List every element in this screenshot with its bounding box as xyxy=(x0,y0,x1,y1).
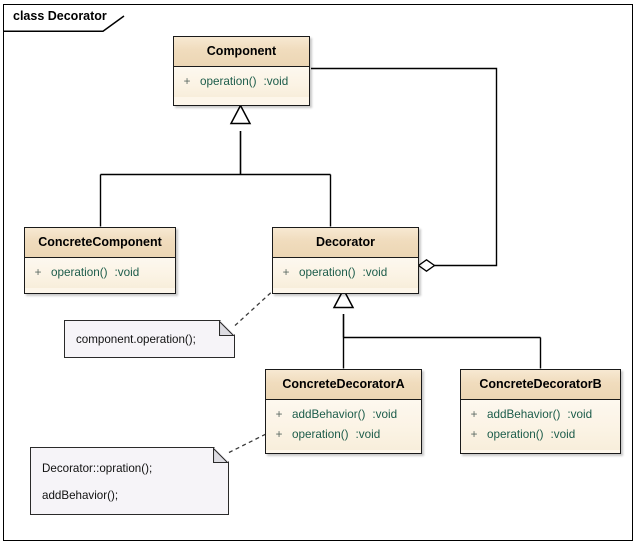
class-members-concrete-component: + operation() :void xyxy=(25,258,175,288)
member-type: :void xyxy=(372,408,398,421)
member-visibility: + xyxy=(34,266,42,279)
member-name: operation() xyxy=(51,266,108,279)
member-name: operation() xyxy=(487,428,544,441)
member-visibility: + xyxy=(275,428,283,441)
note-line: Decorator::opration(); xyxy=(42,462,153,475)
class-member: + addBehavior() :void xyxy=(461,405,620,425)
class-name-concrete-component: ConcreteComponent xyxy=(25,228,175,258)
class-members-concrete-decorator-a: + addBehavior() :void + operation() :voi… xyxy=(266,400,421,450)
class-member: + operation() :void xyxy=(266,425,421,445)
member-name: addBehavior() xyxy=(487,408,561,421)
member-name: operation() xyxy=(292,428,349,441)
note-anchor-decorator xyxy=(234,287,277,326)
class-box-component[interactable]: Component + operation() :void xyxy=(173,36,310,106)
class-members-decorator: + operation() :void xyxy=(273,258,418,288)
member-type: :void xyxy=(114,266,140,279)
class-name-decorator: Decorator xyxy=(273,228,418,258)
class-member: + operation() :void xyxy=(174,72,309,92)
member-visibility: + xyxy=(282,266,290,279)
class-member: + operation() :void xyxy=(461,425,620,445)
member-visibility: + xyxy=(275,408,283,421)
member-name: operation() xyxy=(299,266,356,279)
class-box-concrete-decorator-a[interactable]: ConcreteDecoratorA + addBehavior() :void… xyxy=(265,369,422,454)
class-members-component: + operation() :void xyxy=(174,67,309,97)
note-decorator-operation[interactable]: component.operation(); xyxy=(64,320,235,358)
member-type: :void xyxy=(355,428,381,441)
class-member: + operation() :void xyxy=(273,263,418,283)
member-visibility: + xyxy=(183,75,191,88)
aggregation-diamond xyxy=(417,259,436,272)
member-visibility: + xyxy=(470,428,478,441)
member-name: operation() xyxy=(200,75,257,88)
note-concrete-decorator-a-operation[interactable]: Decorator::opration(); addBehavior(); xyxy=(30,447,229,515)
generalization-to-decorator xyxy=(332,287,542,369)
member-type: :void xyxy=(263,75,289,88)
class-member: + operation() :void xyxy=(25,263,175,283)
note-line: component.operation(); xyxy=(76,333,196,346)
member-name: addBehavior() xyxy=(292,408,366,421)
class-name-concrete-decorator-a: ConcreteDecoratorA xyxy=(266,370,421,400)
class-box-concrete-component[interactable]: ConcreteComponent + operation() :void xyxy=(24,227,176,294)
member-type: :void xyxy=(567,408,593,421)
class-name-component: Component xyxy=(174,37,309,67)
member-type: :void xyxy=(362,266,388,279)
class-member: + addBehavior() :void xyxy=(266,405,421,425)
note-anchor-concrete-decorator-a xyxy=(228,432,269,454)
member-visibility: + xyxy=(470,408,478,421)
generalization-arrowhead xyxy=(332,287,355,309)
frame-label-text: class Decorator xyxy=(13,9,107,23)
aggregation-decorator-component xyxy=(311,67,498,272)
class-box-concrete-decorator-b[interactable]: ConcreteDecoratorB + addBehavior() :void… xyxy=(460,369,621,454)
generalization-to-component xyxy=(99,103,332,227)
class-box-decorator[interactable]: Decorator + operation() :void xyxy=(272,227,419,294)
class-members-concrete-decorator-b: + addBehavior() :void + operation() :voi… xyxy=(461,400,620,450)
note-line: addBehavior(); xyxy=(42,489,119,502)
generalization-arrowhead xyxy=(229,103,252,125)
class-name-concrete-decorator-b: ConcreteDecoratorB xyxy=(461,370,620,400)
member-type: :void xyxy=(550,428,576,441)
